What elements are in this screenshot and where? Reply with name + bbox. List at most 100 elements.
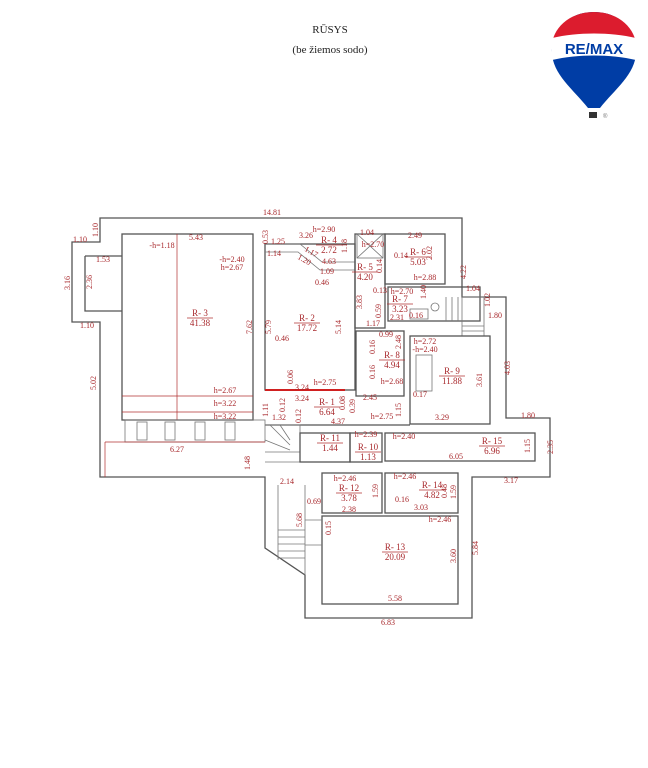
dimension-label: 2.31 xyxy=(390,313,404,322)
dimension-label: 3.24 xyxy=(295,383,309,392)
ceiling-height-label: h=2.67 xyxy=(214,386,237,395)
room-area: 1.13 xyxy=(360,452,376,462)
dimension-label: 1.59 xyxy=(371,484,380,498)
ceiling-height-label: h=2.90 xyxy=(313,225,336,234)
ceiling-height-label: -h=2.40 xyxy=(219,255,244,264)
room-label: R- 6 xyxy=(410,247,426,257)
dimension-label: 1.53 xyxy=(96,255,110,264)
room-label: R- 10 xyxy=(358,442,379,452)
dimension-label: 3.03 xyxy=(414,503,428,512)
dimension-label: 1.15 xyxy=(394,403,403,417)
dimension-label: 6.27 xyxy=(170,445,184,454)
annotations: R- 16.64R- 217.72R- 341.38R- 42.72R- 54.… xyxy=(63,208,555,627)
dimension-label: 3.61 xyxy=(475,373,484,387)
dimension-label: 2.45 xyxy=(363,393,377,402)
dimension-label: 2.35 xyxy=(546,440,555,454)
dimension-label: 0.48 xyxy=(440,484,449,498)
dimension-label: 0.06 xyxy=(286,370,295,384)
room-area: 5.03 xyxy=(410,257,426,267)
ceiling-height-label: -h=2.40 xyxy=(412,345,437,354)
ceiling-height-label: -h=1.18 xyxy=(149,241,174,250)
dimension-label: 0.46 xyxy=(275,334,289,343)
dimension-label: 2.36 xyxy=(85,275,94,289)
dimension-label: 0.53 xyxy=(261,230,270,244)
dimension-label: 2.14 xyxy=(280,477,294,486)
dimension-label: 1.25 xyxy=(271,237,285,246)
registered-mark: ® xyxy=(603,113,608,120)
dimension-label: 4.22 xyxy=(459,265,468,279)
dimension-label: 4.03 xyxy=(503,361,512,375)
room-area: 41.38 xyxy=(190,318,211,328)
ceiling-height-label: h=3.22 xyxy=(214,412,237,421)
dimension-label: 14.81 xyxy=(263,208,281,217)
room-area: 1.44 xyxy=(322,443,338,453)
room-label: R- 5 xyxy=(357,262,373,272)
logo-text: RE/MAX xyxy=(565,41,623,58)
dimension-label: 1.10 xyxy=(73,235,87,244)
dimension-label: 0.16 xyxy=(368,365,377,379)
dimension-label: 0.39 xyxy=(348,399,357,413)
dimension-label: 0.08 xyxy=(338,396,347,410)
dimension-label: 2.02 xyxy=(425,246,434,260)
room-area: 2.72 xyxy=(321,245,337,255)
room-area: 11.88 xyxy=(442,376,462,386)
room-label: R- 2 xyxy=(299,313,315,323)
ceiling-height-label: h=2.46 xyxy=(334,474,357,483)
dimension-label: 0.14 xyxy=(375,259,384,273)
basket-icon xyxy=(589,112,597,118)
ceiling-height-label: h=2.75 xyxy=(371,412,394,421)
ceiling-height-label: h=2.70 xyxy=(391,287,414,296)
room-label: R- 1 xyxy=(319,397,335,407)
dimension-label: 1.32 xyxy=(272,413,286,422)
plan-title: RŪSYS xyxy=(312,24,348,36)
dimension-label: 1.15 xyxy=(523,439,532,453)
dimension-label: 0.69 xyxy=(307,497,321,506)
dimension-label: 3.16 xyxy=(63,276,72,290)
dimension-label: 1.04 xyxy=(466,284,480,293)
dimension-label: 2.38 xyxy=(342,505,356,514)
room-label: R- 12 xyxy=(339,483,359,493)
ceiling-height-label: h=2.46 xyxy=(429,515,452,524)
room-label: R- 11 xyxy=(320,433,340,443)
dimension-label: 5.43 xyxy=(189,233,203,242)
ceiling-height-label: h=2.70 xyxy=(362,240,385,249)
ceiling-height-label: h=2.46 xyxy=(394,472,417,481)
room-area: 4.82 xyxy=(424,490,440,500)
dimension-label: 1.10 xyxy=(91,223,100,237)
dimension-label: 4.63 xyxy=(322,257,336,266)
dimension-label: 1.59 xyxy=(449,485,458,499)
dimension-label: 1.17 xyxy=(366,319,380,328)
dimension-label: 5.14 xyxy=(334,320,343,334)
ceiling-height-label: h=2.39 xyxy=(355,430,378,439)
room-area: 3.78 xyxy=(341,493,357,503)
walls xyxy=(71,217,551,619)
ceiling-height-label: h=2.67 xyxy=(221,263,244,272)
dimension-label: 1.40 xyxy=(419,285,428,299)
dimension-label: 1.48 xyxy=(243,456,252,470)
dimension-label: 2.49 xyxy=(408,231,422,240)
room-area: 20.09 xyxy=(385,552,406,562)
dimension-label: 3.83 xyxy=(355,295,364,309)
dimension-label: 3.24 xyxy=(295,394,309,403)
dimension-label: 6.05 xyxy=(449,452,463,461)
dimension-label: 0.13 xyxy=(373,286,387,295)
dimension-label: 3.60 xyxy=(449,549,458,563)
dimension-label: 2.48 xyxy=(394,335,403,349)
dimension-label: 0.17 xyxy=(413,390,427,399)
dimension-label: 5.02 xyxy=(89,376,98,390)
dimension-label: 1.80 xyxy=(488,311,502,320)
dimension-label: 0.99 xyxy=(379,330,393,339)
room-area: 6.96 xyxy=(484,446,500,456)
dimension-label: 5.58 xyxy=(388,594,402,603)
dimension-label: 0.12 xyxy=(294,409,303,423)
ceiling-height-label: h=2.68 xyxy=(381,377,404,386)
room-area: 4.20 xyxy=(357,272,373,282)
dimension-label: 7.62 xyxy=(245,320,254,334)
dimension-label: 1.14 xyxy=(267,249,281,258)
dimension-label: 5.79 xyxy=(264,320,273,334)
dimension-label: 0.16 xyxy=(368,340,377,354)
room-label: R- 14 xyxy=(422,480,443,490)
dimension-label: 1.04 xyxy=(360,228,374,237)
dimension-label: 1.09 xyxy=(320,267,334,276)
